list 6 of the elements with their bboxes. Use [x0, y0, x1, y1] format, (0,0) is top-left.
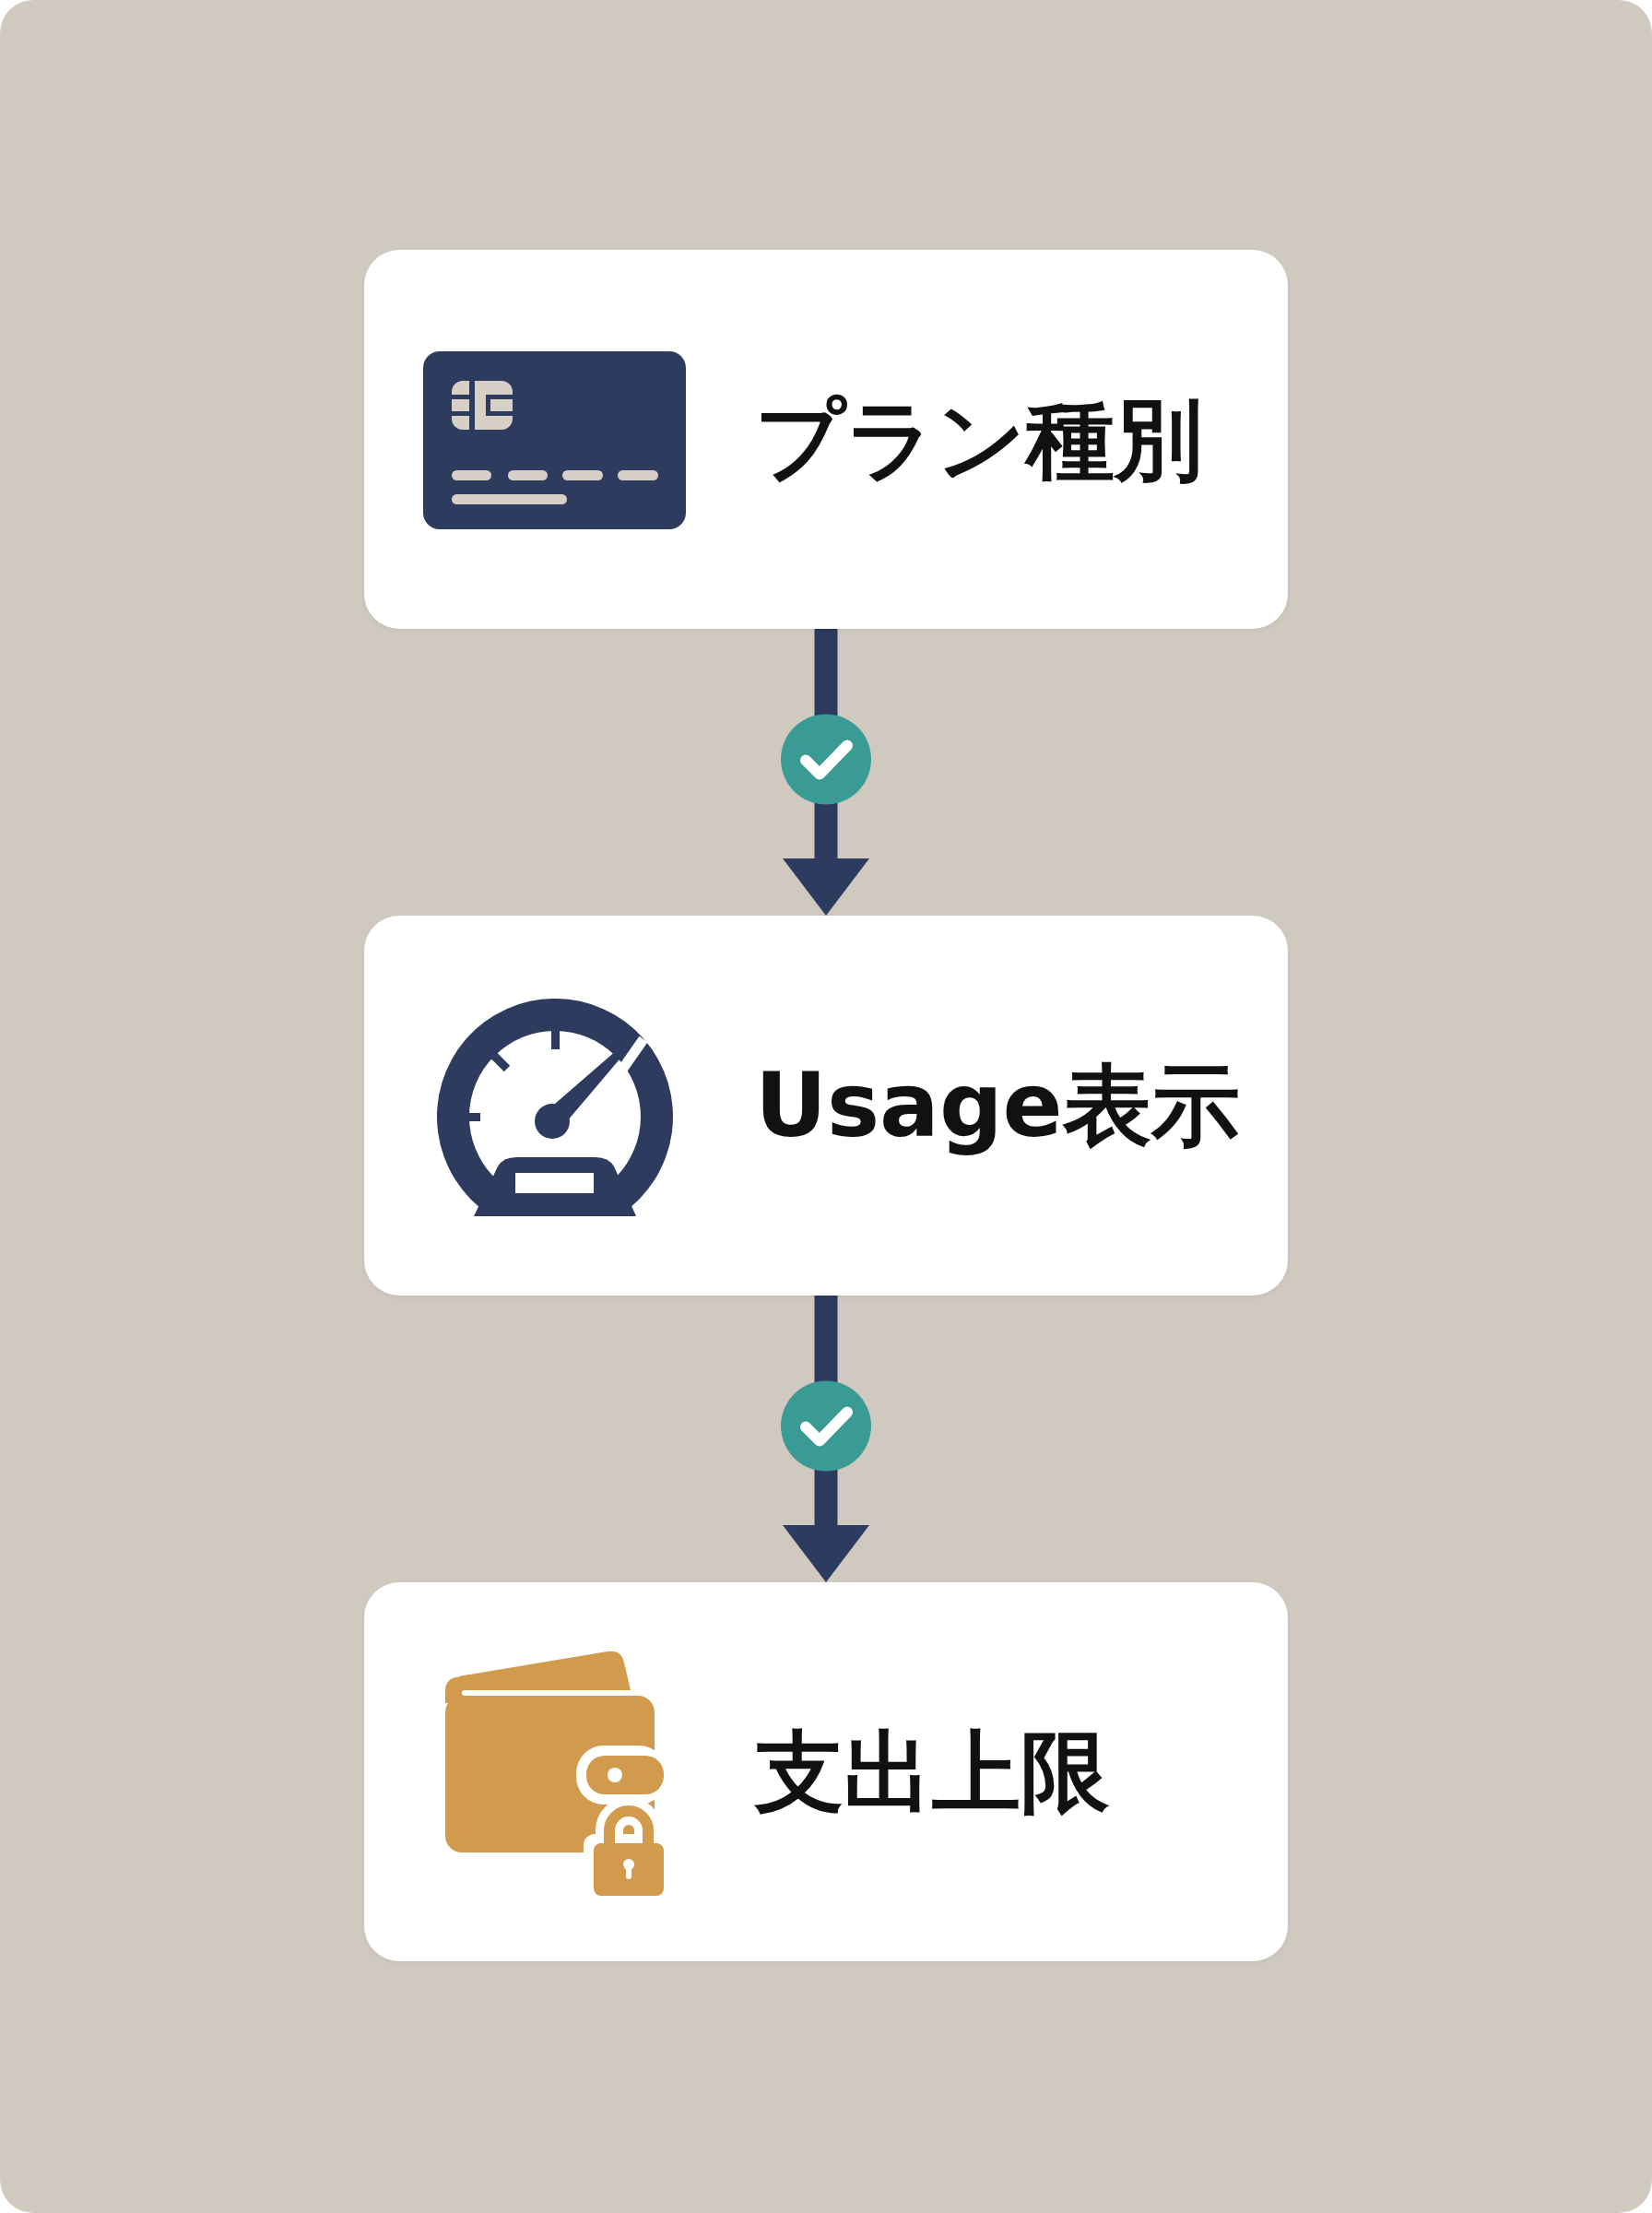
node-label: Usage表示 [755, 1054, 1240, 1157]
process-box [364, 250, 1288, 629]
node-label: プラン種別 [755, 388, 1203, 491]
process-box [364, 916, 1288, 1296]
node-label: 支出上限 [755, 1721, 1109, 1823]
process-box [364, 1582, 1288, 1961]
